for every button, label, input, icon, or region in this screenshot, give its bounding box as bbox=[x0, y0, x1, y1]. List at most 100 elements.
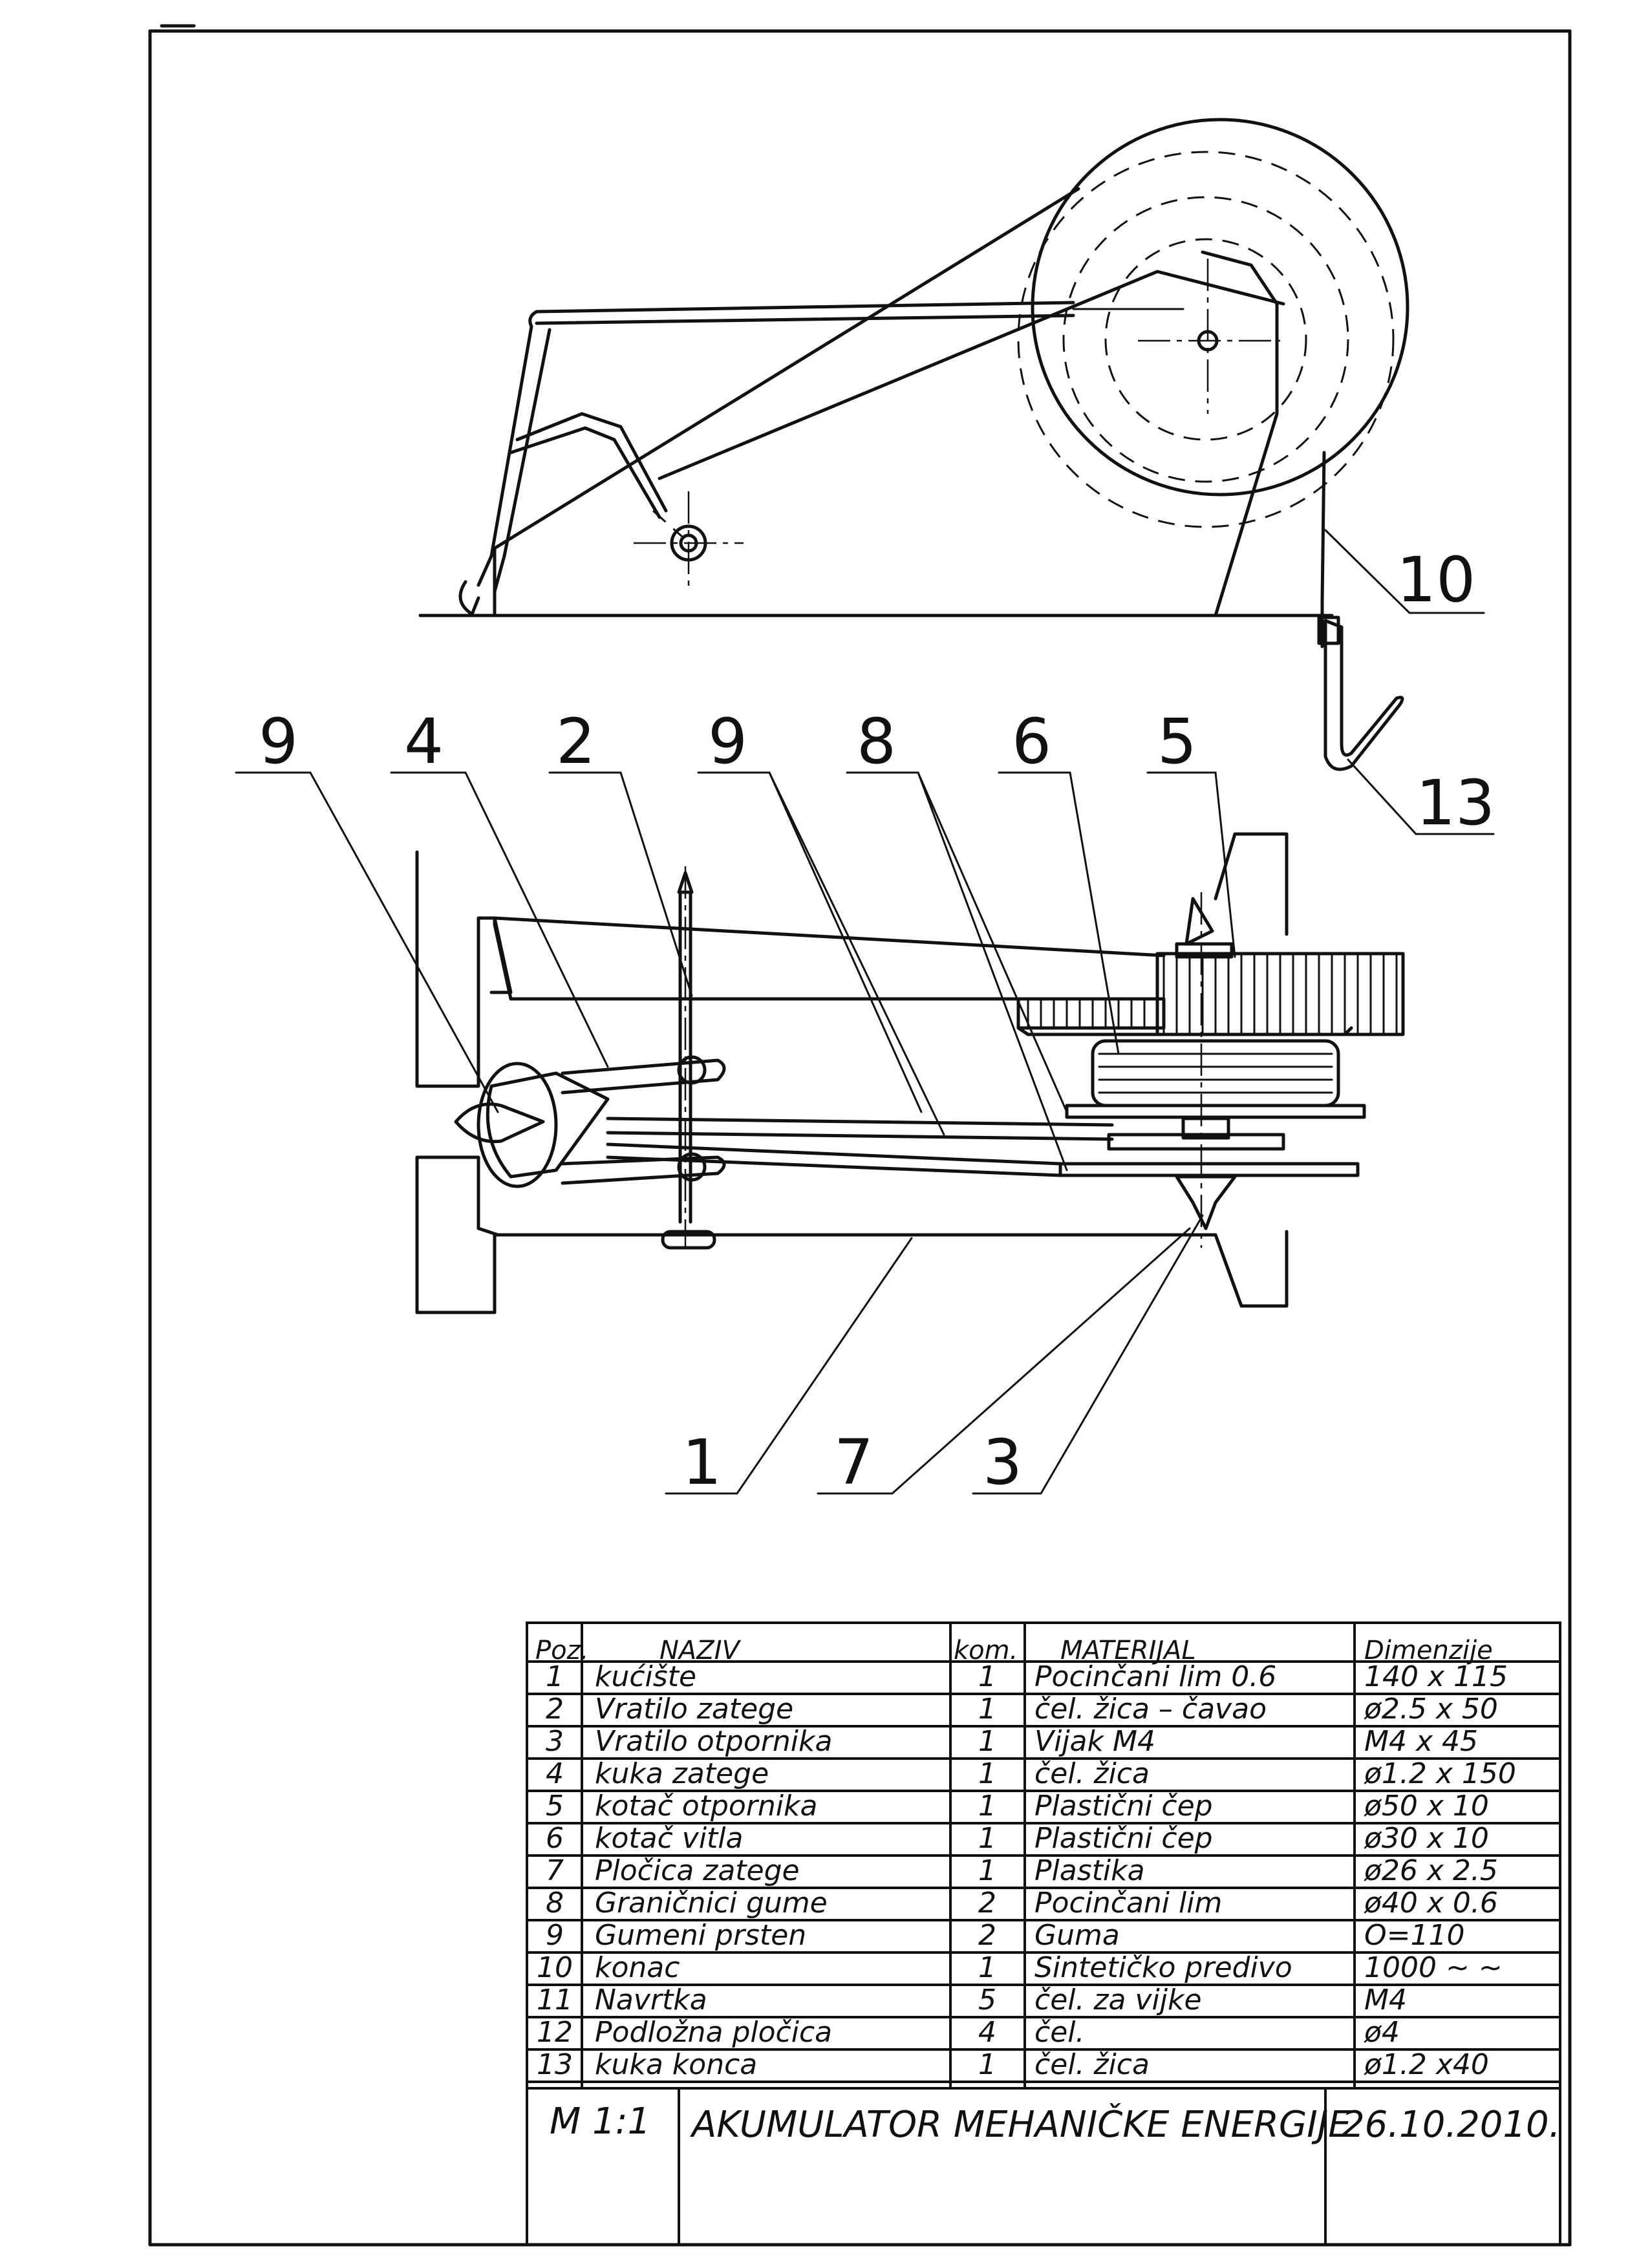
cell-materijal: Pocinčani lim bbox=[1034, 1887, 1222, 1920]
cell-kom: 1 bbox=[978, 1951, 996, 1984]
cell-kom: 2 bbox=[978, 1919, 996, 1952]
cell-kom: 1 bbox=[978, 2048, 996, 2081]
cell-dimenzije: M4 bbox=[1364, 1984, 1407, 2017]
cell-dimenzije: ø4 bbox=[1364, 2016, 1400, 2049]
cell-kom: 5 bbox=[978, 1984, 996, 2017]
drawing-title: AKUMULATOR MEHANIČKE ENERGIJE bbox=[690, 2104, 1351, 2146]
cell-naziv: Podložna pločica bbox=[595, 2016, 832, 2049]
callout-2: 2 bbox=[556, 705, 595, 778]
cell-materijal: čel. žica – čavao bbox=[1034, 1693, 1267, 1726]
callout-1: 1 bbox=[682, 1426, 722, 1499]
header-kom: kom. bbox=[954, 1636, 1018, 1665]
cell-dimenzije: ø40 x 0.6 bbox=[1364, 1887, 1498, 1920]
header-dimenzije: Dimenzije bbox=[1364, 1636, 1493, 1665]
cell-kom: 1 bbox=[978, 1854, 996, 1887]
cell-dimenzije: M4 x 45 bbox=[1364, 1725, 1478, 1758]
cell-materijal: Guma bbox=[1034, 1919, 1120, 1952]
header-poz: Poz. bbox=[535, 1636, 588, 1665]
cell-naziv: kuka zatege bbox=[595, 1757, 769, 1790]
table-row: 4 kuka zatege 1 čel. žica ø1.2 x 150 bbox=[546, 1757, 1516, 1790]
callout-10: 10 bbox=[1397, 544, 1475, 616]
cell-naziv: kuka konca bbox=[595, 2048, 757, 2081]
table-row: 12 Podložna pločica 4 čel. ø4 bbox=[537, 2016, 1400, 2049]
cell-materijal: čel. bbox=[1034, 2016, 1084, 2049]
cell-naziv: kotač otpornika bbox=[595, 1790, 817, 1823]
scale-label: M 1:1 bbox=[550, 2101, 650, 2143]
table-row: 7 Pločica zatege 1 Plastika ø26 x 2.5 bbox=[546, 1854, 1498, 1887]
cell-naziv: Vratilo otpornika bbox=[595, 1725, 832, 1758]
cell-kom: 1 bbox=[978, 1822, 996, 1855]
cell-poz: 4 bbox=[546, 1757, 564, 1790]
cell-materijal: čel. za vijke bbox=[1034, 1984, 1202, 2017]
cell-kom: 4 bbox=[978, 2016, 996, 2049]
callout-3: 3 bbox=[983, 1426, 1022, 1499]
top-view: 9 4 2 9 8 6 5 1 7 3 bbox=[235, 705, 1405, 1499]
cell-poz: 9 bbox=[546, 1919, 564, 1952]
cell-naziv: Graničnici gume bbox=[595, 1887, 828, 1920]
callout-6: 6 bbox=[1012, 705, 1051, 778]
cell-dimenzije: ø1.2 x40 bbox=[1364, 2048, 1489, 2081]
cell-dimenzije: ø50 x 10 bbox=[1364, 1790, 1489, 1823]
cell-materijal: Sintetičko predivo bbox=[1034, 1951, 1292, 1984]
cell-materijal: Vijak M4 bbox=[1034, 1725, 1155, 1758]
callout-4: 4 bbox=[404, 705, 444, 778]
cell-kom: 1 bbox=[978, 1660, 996, 1693]
cell-poz: 1 bbox=[546, 1660, 564, 1693]
cell-materijal: čel. žica bbox=[1034, 1757, 1150, 1790]
table-row: 13 kuka konca 1 čel. žica ø1.2 x40 bbox=[537, 2048, 1489, 2081]
cell-dimenzije: ø30 x 10 bbox=[1364, 1822, 1489, 1855]
cell-poz: 7 bbox=[546, 1854, 564, 1887]
cell-naziv: kućište bbox=[595, 1660, 696, 1693]
cell-naziv: konac bbox=[595, 1951, 680, 1984]
side-view: 10 13 bbox=[418, 118, 1495, 839]
cell-poz: 11 bbox=[537, 1984, 573, 2017]
table-row: 10 konac 1 Sintetičko predivo 1000 ~ ~ bbox=[537, 1951, 1503, 1984]
cell-kom: 1 bbox=[978, 1757, 996, 1790]
cell-poz: 2 bbox=[546, 1693, 564, 1726]
table-row: 11 Navrtka 5 čel. za vijke M4 bbox=[537, 1984, 1407, 2017]
callout-9-left: 9 bbox=[259, 705, 298, 778]
title-block: M 1:1 AKUMULATOR MEHANIČKE ENERGIJE 26.1… bbox=[526, 2087, 1561, 2246]
cell-materijal: Plastični čep bbox=[1034, 1822, 1213, 1855]
cell-kom: 1 bbox=[978, 1725, 996, 1758]
cell-materijal: Plastika bbox=[1034, 1854, 1145, 1887]
cell-naziv: Navrtka bbox=[595, 1984, 707, 2017]
header-naziv: NAZIV bbox=[659, 1636, 741, 1665]
table-row: 3 Vratilo otpornika 1 Vijak M4 M4 x 45 bbox=[546, 1725, 1478, 1758]
cell-poz: 10 bbox=[537, 1951, 573, 1984]
cell-dimenzije: ø1.2 x 150 bbox=[1364, 1757, 1516, 1790]
cell-poz: 8 bbox=[546, 1887, 564, 1920]
cell-kom: 1 bbox=[978, 1790, 996, 1823]
cell-materijal: čel. žica bbox=[1034, 2048, 1150, 2081]
cell-materijal: Pocinčani lim 0.6 bbox=[1034, 1660, 1276, 1693]
cell-poz: 3 bbox=[546, 1725, 564, 1758]
table-row: 9 Gumeni prsten 2 Guma O=110 bbox=[546, 1919, 1464, 1952]
callout-5: 5 bbox=[1157, 705, 1197, 778]
cell-naziv: kotač vitla bbox=[595, 1822, 744, 1855]
cell-dimenzije: O=110 bbox=[1364, 1919, 1464, 1952]
drawing-date: 26.10.2010. bbox=[1342, 2104, 1560, 2146]
cell-kom: 2 bbox=[978, 1887, 996, 1920]
callout-8: 8 bbox=[857, 705, 896, 778]
cell-dimenzije: ø26 x 2.5 bbox=[1364, 1854, 1498, 1887]
cell-kom: 1 bbox=[978, 1693, 996, 1726]
callout-7: 7 bbox=[834, 1426, 873, 1499]
cell-poz: 12 bbox=[537, 2016, 573, 2049]
parts-table: Poz. NAZIV kom. MATERIJAL Dimenzije 1 kuć… bbox=[526, 1621, 1561, 2090]
cell-naziv: Gumeni prsten bbox=[595, 1919, 806, 1952]
cell-naziv: Vratilo zatege bbox=[595, 1693, 793, 1726]
cell-poz: 13 bbox=[537, 2048, 573, 2081]
callout-9-right: 9 bbox=[708, 705, 747, 778]
cell-poz: 5 bbox=[546, 1790, 564, 1823]
cell-dimenzije: 1000 ~ ~ bbox=[1364, 1951, 1503, 1984]
table-row: 8 Graničnici gume 2 Pocinčani lim ø40 x 0.6 bbox=[546, 1887, 1498, 1920]
header-materijal: MATERIJAL bbox=[1060, 1636, 1196, 1665]
table-row: 6 kotač vitla 1 Plastični čep ø30 x 10 bbox=[546, 1822, 1489, 1855]
cell-poz: 6 bbox=[546, 1822, 564, 1855]
cell-naziv: Pločica zatege bbox=[595, 1854, 800, 1887]
callout-13: 13 bbox=[1416, 767, 1495, 839]
